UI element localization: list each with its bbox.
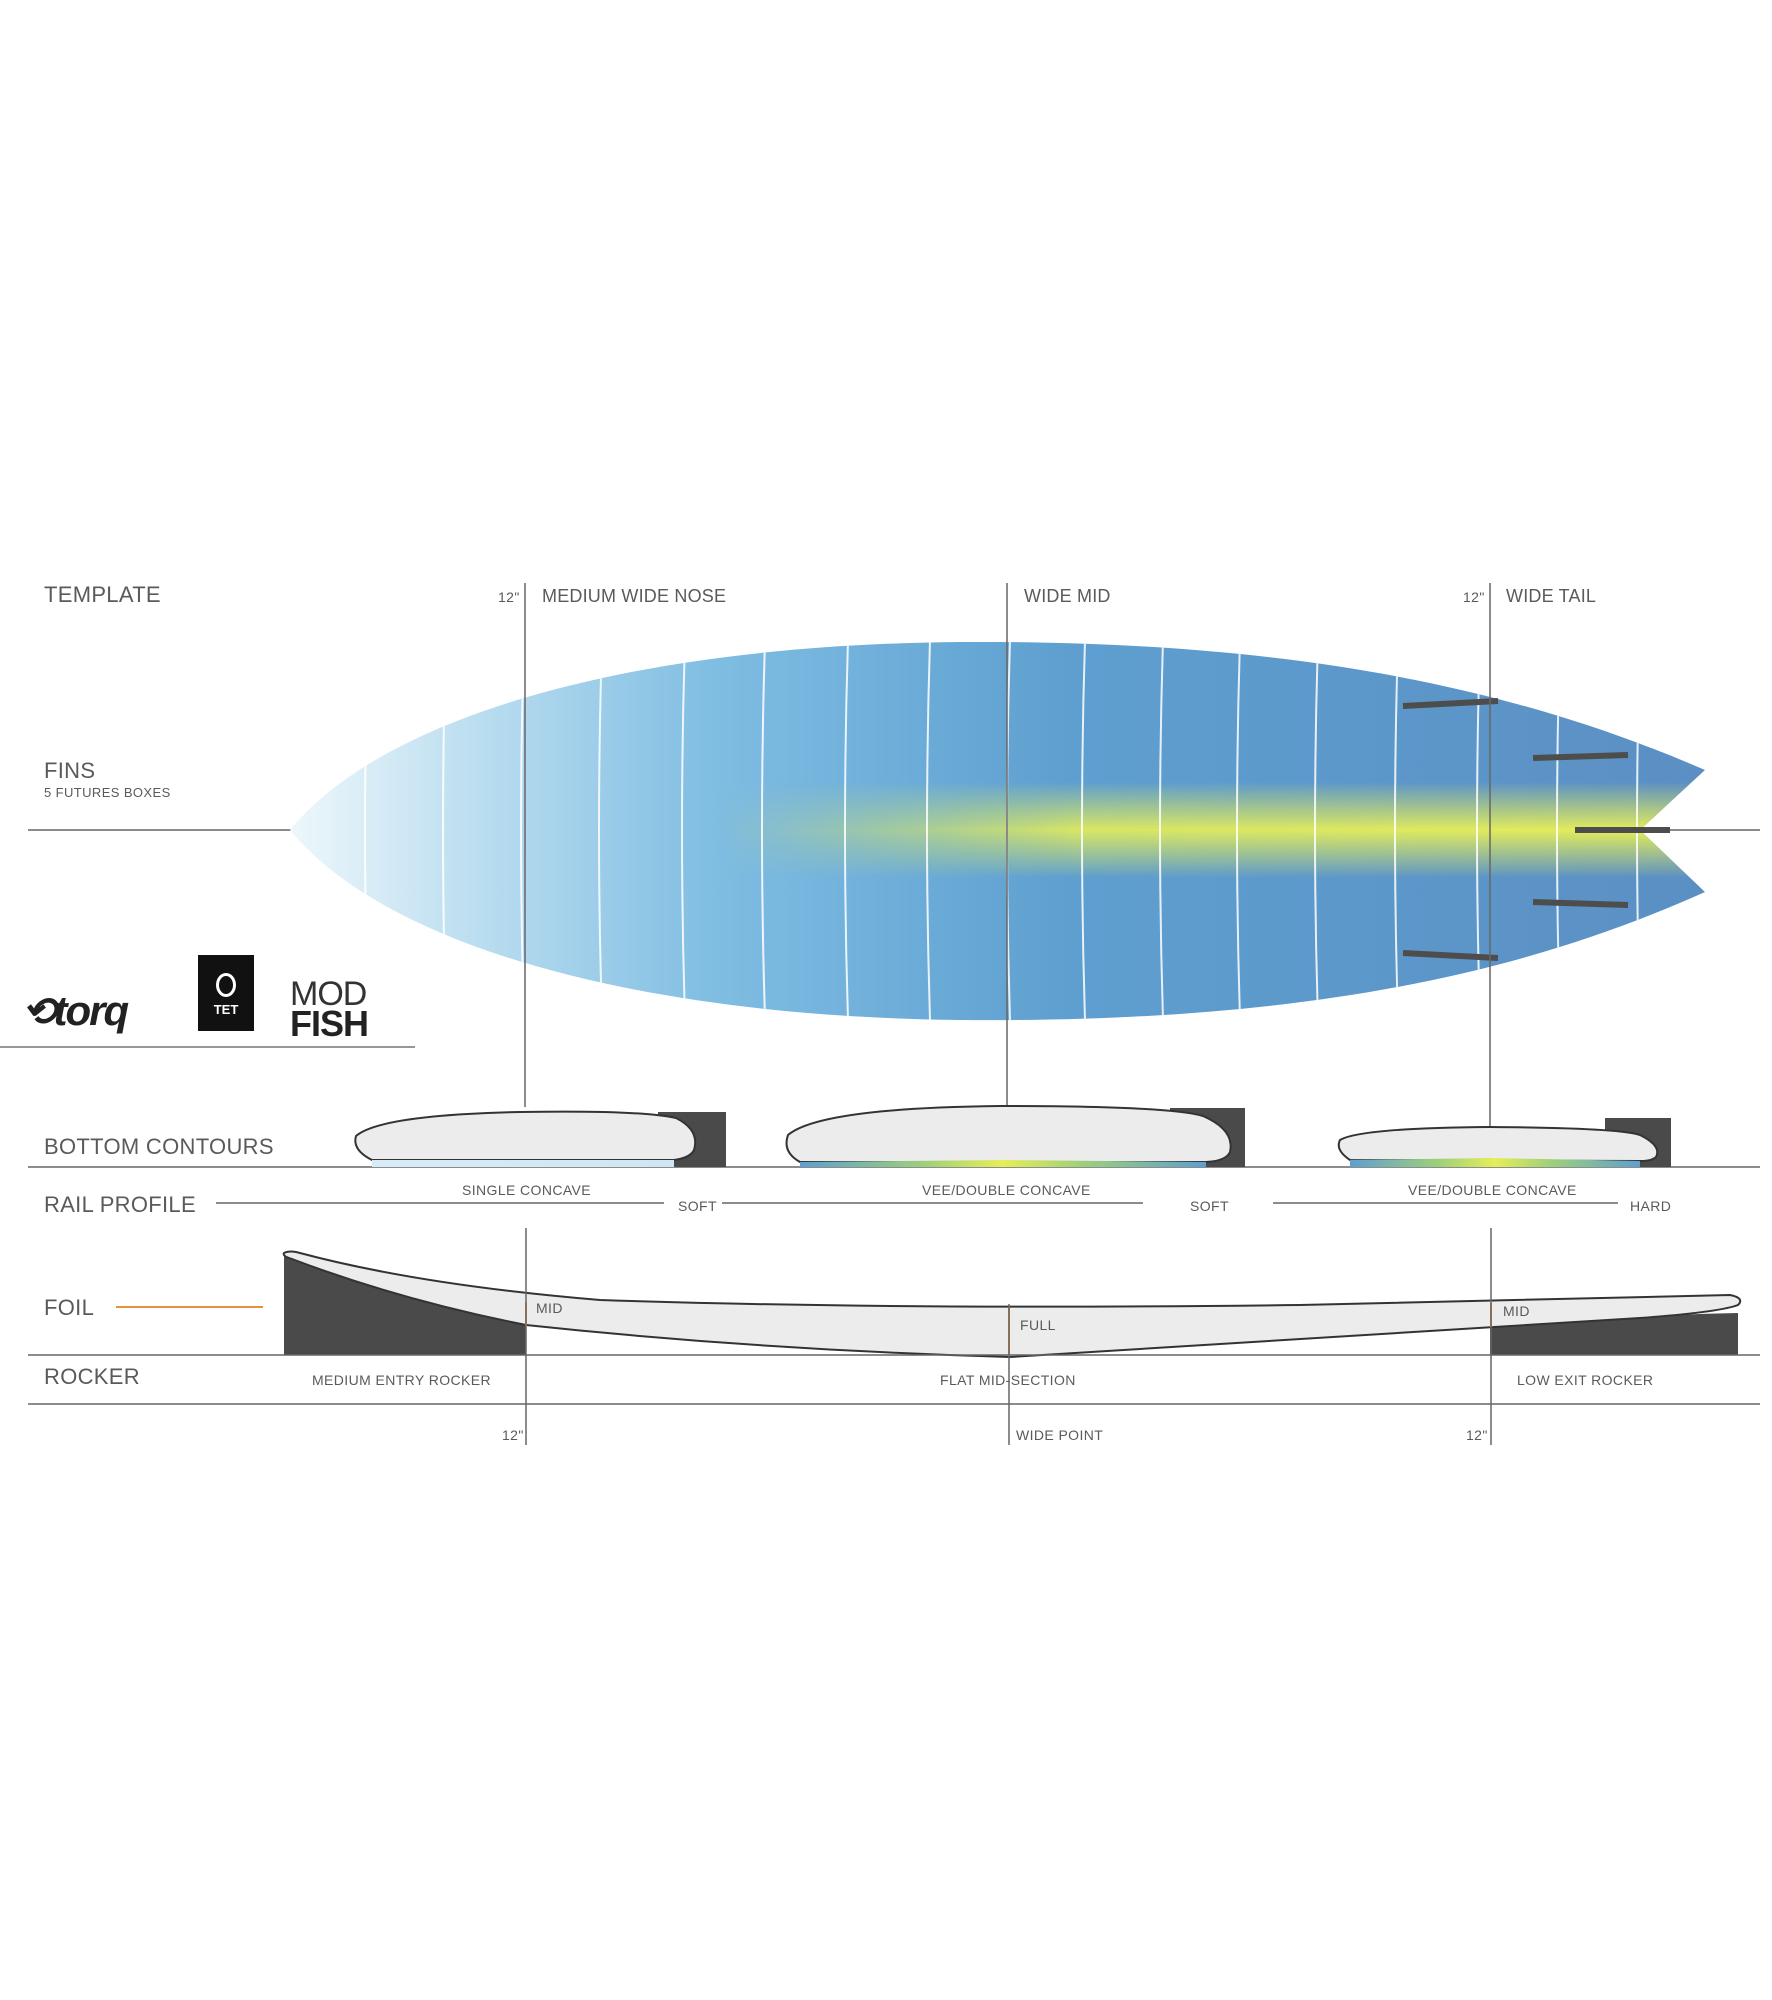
foil-label-tail: MID xyxy=(1503,1303,1530,1319)
tet-logo: TET xyxy=(198,955,254,1031)
flame-icon xyxy=(216,973,236,997)
torq-logo: ⟲torq xyxy=(22,987,129,1034)
measure-lines-lower xyxy=(525,1228,1492,1445)
section-label-template: TEMPLATE xyxy=(44,582,161,607)
contour-label-nose: SINGLE CONCAVE xyxy=(462,1182,592,1198)
wide-point-label: WIDE POINT xyxy=(1016,1427,1104,1443)
section-label-fins-sub: 5 FUTURES BOXES xyxy=(44,785,171,800)
board-template xyxy=(290,641,1705,1021)
fin-boxes xyxy=(1402,698,1670,961)
contour-nose xyxy=(354,1110,726,1167)
contour-label-tail: VEE/DOUBLE CONCAVE xyxy=(1408,1182,1577,1198)
fin-box xyxy=(1532,752,1629,761)
rocker-label-mid: FLAT MID-SECTION xyxy=(940,1372,1076,1388)
section-label-bottom-contours: BOTTOM CONTOURS xyxy=(44,1134,274,1159)
model-name-top: MOD xyxy=(290,975,367,1013)
rocker-label-exit: LOW EXIT ROCKER xyxy=(1517,1372,1654,1388)
foil-rocker-profile xyxy=(282,1250,1742,1359)
section-label-foil: FOIL xyxy=(44,1295,95,1320)
rail-label-nose: SOFT xyxy=(678,1198,717,1214)
nose-width-label: MEDIUM WIDE NOSE xyxy=(542,586,727,606)
bottom-tail-measure-label: 12" xyxy=(1466,1427,1488,1443)
tail-width-label: WIDE TAIL xyxy=(1506,586,1597,606)
section-label-rocker: ROCKER xyxy=(44,1364,140,1389)
contour-tail xyxy=(1337,1118,1671,1167)
section-label-fins: FINS xyxy=(44,758,96,783)
measure-lines-upper xyxy=(524,583,1491,1130)
model-name-bottom: FISH xyxy=(290,1003,369,1044)
foil-label-mid: FULL xyxy=(1020,1317,1056,1333)
section-label-rail-profile: RAIL PROFILE xyxy=(44,1192,196,1217)
nose-measure-label: 12" xyxy=(498,589,520,605)
contour-mid xyxy=(785,1104,1245,1167)
rail-label-tail: HARD xyxy=(1630,1198,1672,1214)
fin-box xyxy=(1532,899,1629,908)
contour-label-mid: VEE/DOUBLE CONCAVE xyxy=(922,1182,1091,1198)
bottom-nose-measure-label: 12" xyxy=(502,1427,524,1443)
rail-label-mid: SOFT xyxy=(1190,1198,1229,1214)
foil-label-nose: MID xyxy=(536,1300,563,1316)
tail-measure-label: 12" xyxy=(1463,589,1485,605)
mid-width-label: WIDE MID xyxy=(1024,586,1111,606)
fin-box xyxy=(1402,950,1499,961)
fin-box xyxy=(1402,698,1499,709)
rocker-label-entry: MEDIUM ENTRY ROCKER xyxy=(312,1372,491,1388)
